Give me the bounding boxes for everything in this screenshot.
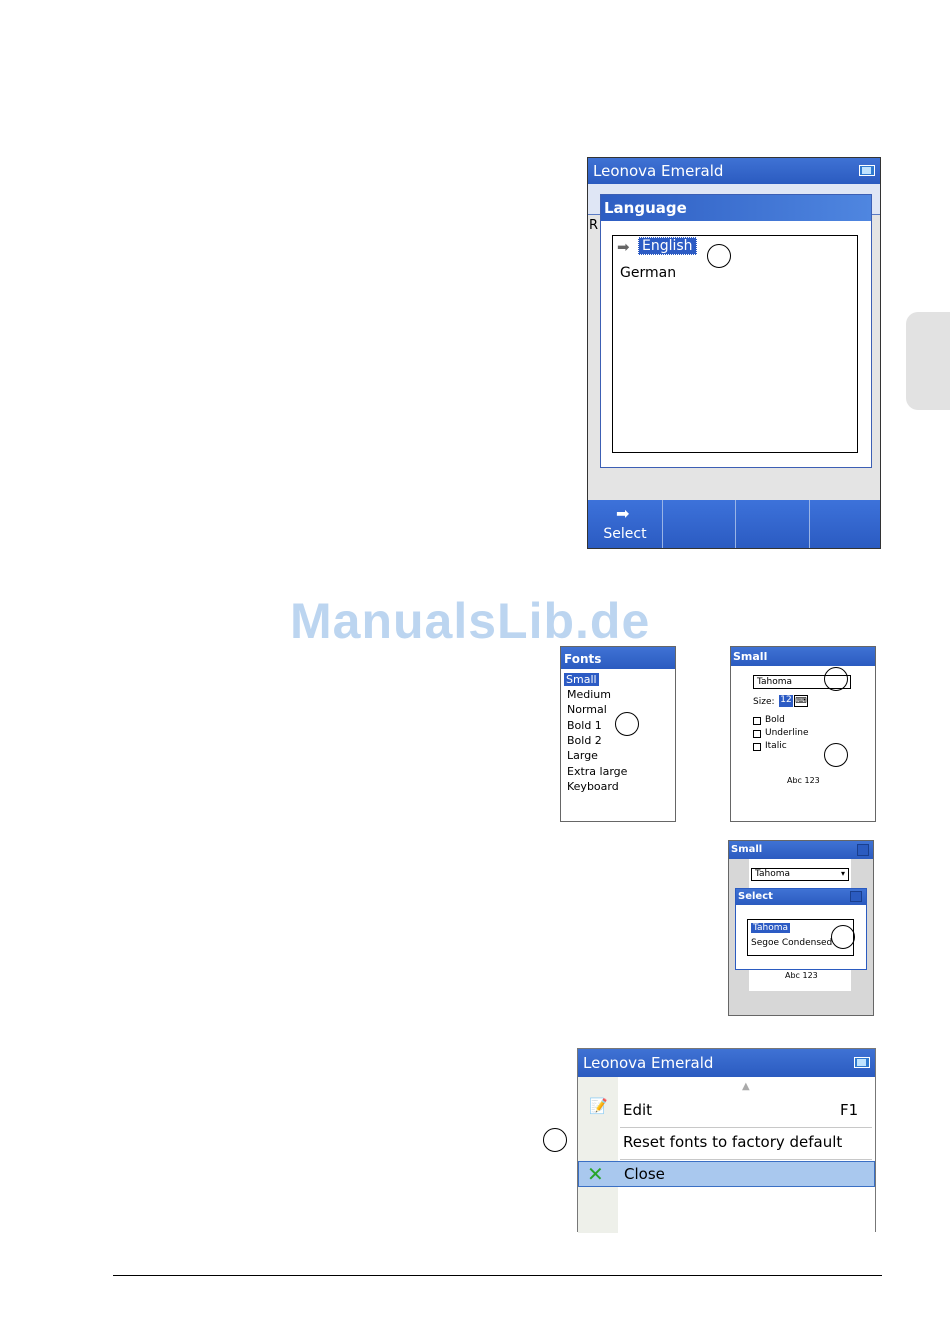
bold-checkbox[interactable]: [753, 717, 761, 725]
callout-circle: [831, 925, 855, 949]
preview-text: Abc 123: [785, 971, 818, 980]
chapter-side-tab: [906, 312, 950, 410]
softkey-2[interactable]: [663, 500, 736, 548]
list-item[interactable]: German: [620, 265, 677, 281]
select-softkey[interactable]: ➡ Select: [588, 500, 663, 548]
small-title: Small: [733, 650, 768, 663]
close-icon[interactable]: [850, 891, 862, 902]
size-label: Size:: [753, 697, 775, 707]
font-item[interactable]: Medium: [567, 688, 611, 701]
softkey-4[interactable]: [810, 500, 880, 548]
callout-circle: [615, 712, 639, 736]
font-item[interactable]: Bold 1: [567, 719, 602, 732]
dialog-title: Language: [604, 199, 687, 217]
menu-gutter: [578, 1077, 618, 1233]
font-item[interactable]: Bold 2: [567, 734, 602, 747]
option-label: Italic: [765, 741, 787, 751]
callout-circle: [707, 244, 731, 268]
font-item[interactable]: Extra large: [567, 765, 628, 778]
scroll-up-icon[interactable]: ▲: [742, 1081, 750, 1092]
callout-circle: [824, 743, 848, 767]
list-item[interactable]: Tahoma: [751, 923, 791, 933]
callout-circle: [824, 667, 848, 691]
language-screen: Leonova Emerald R Language ➡ English Ger…: [587, 157, 881, 549]
close-x-icon: ✕: [587, 1162, 604, 1186]
menu-screen: Leonova Emerald ▲ 📝 Edit F1 Reset fonts …: [577, 1048, 876, 1233]
menu-item-edit[interactable]: Edit: [623, 1101, 653, 1119]
small-titlebar: Small: [731, 647, 875, 666]
softkey-bar: ➡ Select: [588, 500, 880, 548]
preview-text: Abc 123: [787, 776, 820, 785]
divider: [620, 1159, 872, 1160]
font-dropdown[interactable]: Tahoma ▾: [751, 868, 849, 881]
fonts-screen: Fonts Small Medium Normal Bold 1 Bold 2 …: [560, 646, 676, 822]
select-dialog: Select Tahoma Segoe Condensed: [735, 888, 867, 970]
partial-row-label: R: [589, 218, 599, 233]
option-label: Underline: [765, 728, 809, 738]
font-dropdown[interactable]: Tahoma: [753, 675, 851, 689]
select-screen-titlebar: Small: [729, 841, 873, 859]
watermark: ManualsLib.de: [290, 593, 651, 649]
menu-item-reset-fonts[interactable]: Reset fonts to factory default: [623, 1133, 843, 1151]
footer-rule: [113, 1275, 882, 1276]
arrow-right-icon: ➡: [617, 238, 630, 256]
select-dialog-titlebar: Select: [736, 889, 866, 905]
shortcut-label: F1: [840, 1101, 859, 1119]
softkey-3[interactable]: [736, 500, 810, 548]
fonts-titlebar: Fonts: [561, 647, 675, 669]
edit-icon: 📝: [589, 1097, 608, 1115]
fonts-title: Fonts: [564, 652, 602, 666]
small-font-screen: Small Tahoma Size: 12 ⌨ Bold Underline I…: [730, 646, 876, 822]
divider: [620, 1127, 872, 1128]
underline-checkbox[interactable]: [753, 730, 761, 738]
menu-item-close[interactable]: ✕ Close: [578, 1161, 875, 1187]
app-title: Leonova Emerald: [593, 162, 724, 180]
callout-circle: [543, 1128, 567, 1152]
chevron-down-icon: ▾: [840, 869, 845, 878]
arrow-right-icon: ➡: [616, 504, 630, 523]
select-screen: Small Tahoma ▾ Select Tahoma Segoe Conde…: [728, 840, 874, 1016]
dialog-titlebar: Language: [601, 195, 871, 221]
language-list: ➡ English German: [612, 235, 858, 453]
keyboard-icon[interactable]: ⌨: [794, 695, 808, 707]
app-titlebar: Leonova Emerald: [588, 158, 880, 184]
font-item[interactable]: Large: [567, 749, 598, 762]
italic-checkbox[interactable]: [753, 743, 761, 751]
select-screen-title: Small: [731, 844, 763, 855]
language-dialog: Language ➡ English German: [600, 194, 872, 468]
font-item[interactable]: Normal: [567, 703, 607, 716]
window-icon[interactable]: [854, 1057, 870, 1068]
app-titlebar: Leonova Emerald: [578, 1049, 875, 1077]
select-dialog-title: Select: [738, 891, 773, 902]
window-icon[interactable]: [859, 165, 875, 176]
font-item[interactable]: Keyboard: [567, 780, 619, 793]
app-title: Leonova Emerald: [583, 1054, 714, 1072]
size-field[interactable]: 12: [779, 695, 793, 707]
close-icon[interactable]: [857, 844, 869, 856]
list-item[interactable]: English: [638, 237, 697, 255]
option-label: Bold: [765, 715, 785, 725]
list-item[interactable]: Segoe Condensed: [751, 938, 833, 948]
font-item[interactable]: Small: [564, 673, 599, 686]
